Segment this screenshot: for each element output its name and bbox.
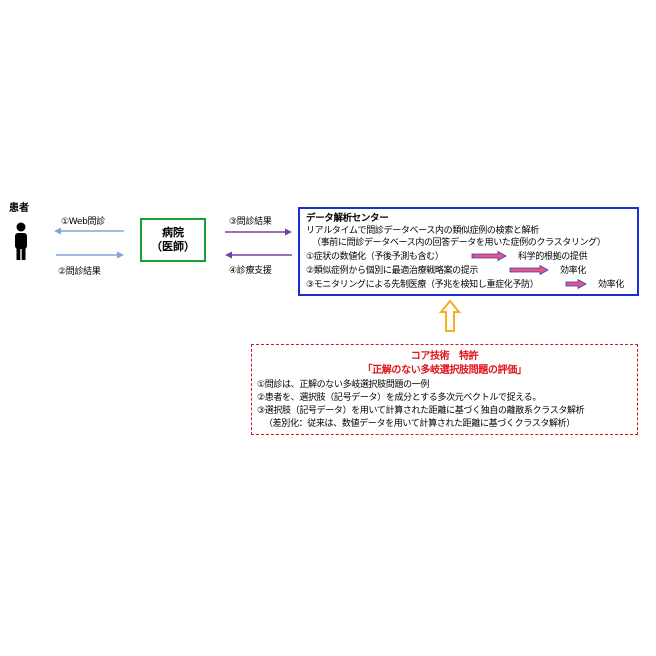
- interview-result-label-left: ②問診結果: [58, 267, 101, 277]
- core-line-2: ②患者を、選択肢（記号データ）を成分とする多次元ベクトルで捉える。: [257, 393, 541, 403]
- center-result-1: 科学的根拠の提供: [518, 252, 588, 262]
- patient-label: 患者: [9, 203, 29, 214]
- center-result-2: 効率化: [560, 266, 586, 276]
- core-title: コア技術 特許: [410, 351, 479, 362]
- hospital-title: 病院: [162, 226, 184, 239]
- core-subtitle: 「正解のない多岐選択肢問題の評価」: [362, 365, 527, 376]
- center-line-5: ③モニタリングによる先制医療（予兆を検知し重症化予防）: [306, 280, 539, 290]
- data-analysis-center-box: データ解析センター リアルタイムで問診データベース内の類似症例の検索と解析 （事…: [298, 207, 639, 296]
- web-interview-label: ①Web問診: [61, 217, 105, 227]
- hospital-box: 病院 （医師）: [140, 218, 206, 262]
- center-line-4: ②類似症例から個別に最適治療戦略案の提示: [306, 266, 479, 276]
- core-line-3: ③選択肢（記号データ）を用いて計算された距離に基づく独自の離散系クラスタ解析: [257, 406, 585, 416]
- center-line-3: ①症状の数値化（予後予測も含む）: [306, 252, 444, 262]
- hospital-subtitle: （医師）: [151, 240, 195, 253]
- center-line-1: リアルタイムで問診データベース内の類似症例の検索と解析: [306, 226, 539, 236]
- center-title: データ解析センター: [306, 213, 389, 224]
- center-line-2: （事前に問診データベース内の回答データを用いた症例のクラスタリング）: [312, 238, 606, 248]
- core-line-1: ①問診は、正解のない多岐選択肢問題の一例: [257, 380, 430, 390]
- core-line-4: （差別化：従来は、数値データを用いて計算された距離に基づくクラスタ解析）: [264, 419, 575, 429]
- treatment-support-label: ④診療支援: [229, 266, 272, 276]
- interview-result-label-mid: ③問診結果: [229, 217, 272, 227]
- core-technology-box: コア技術 特許 「正解のない多岐選択肢問題の評価」 ①問診は、正解のない多岐選択…: [251, 344, 638, 435]
- center-result-3: 効率化: [598, 280, 624, 290]
